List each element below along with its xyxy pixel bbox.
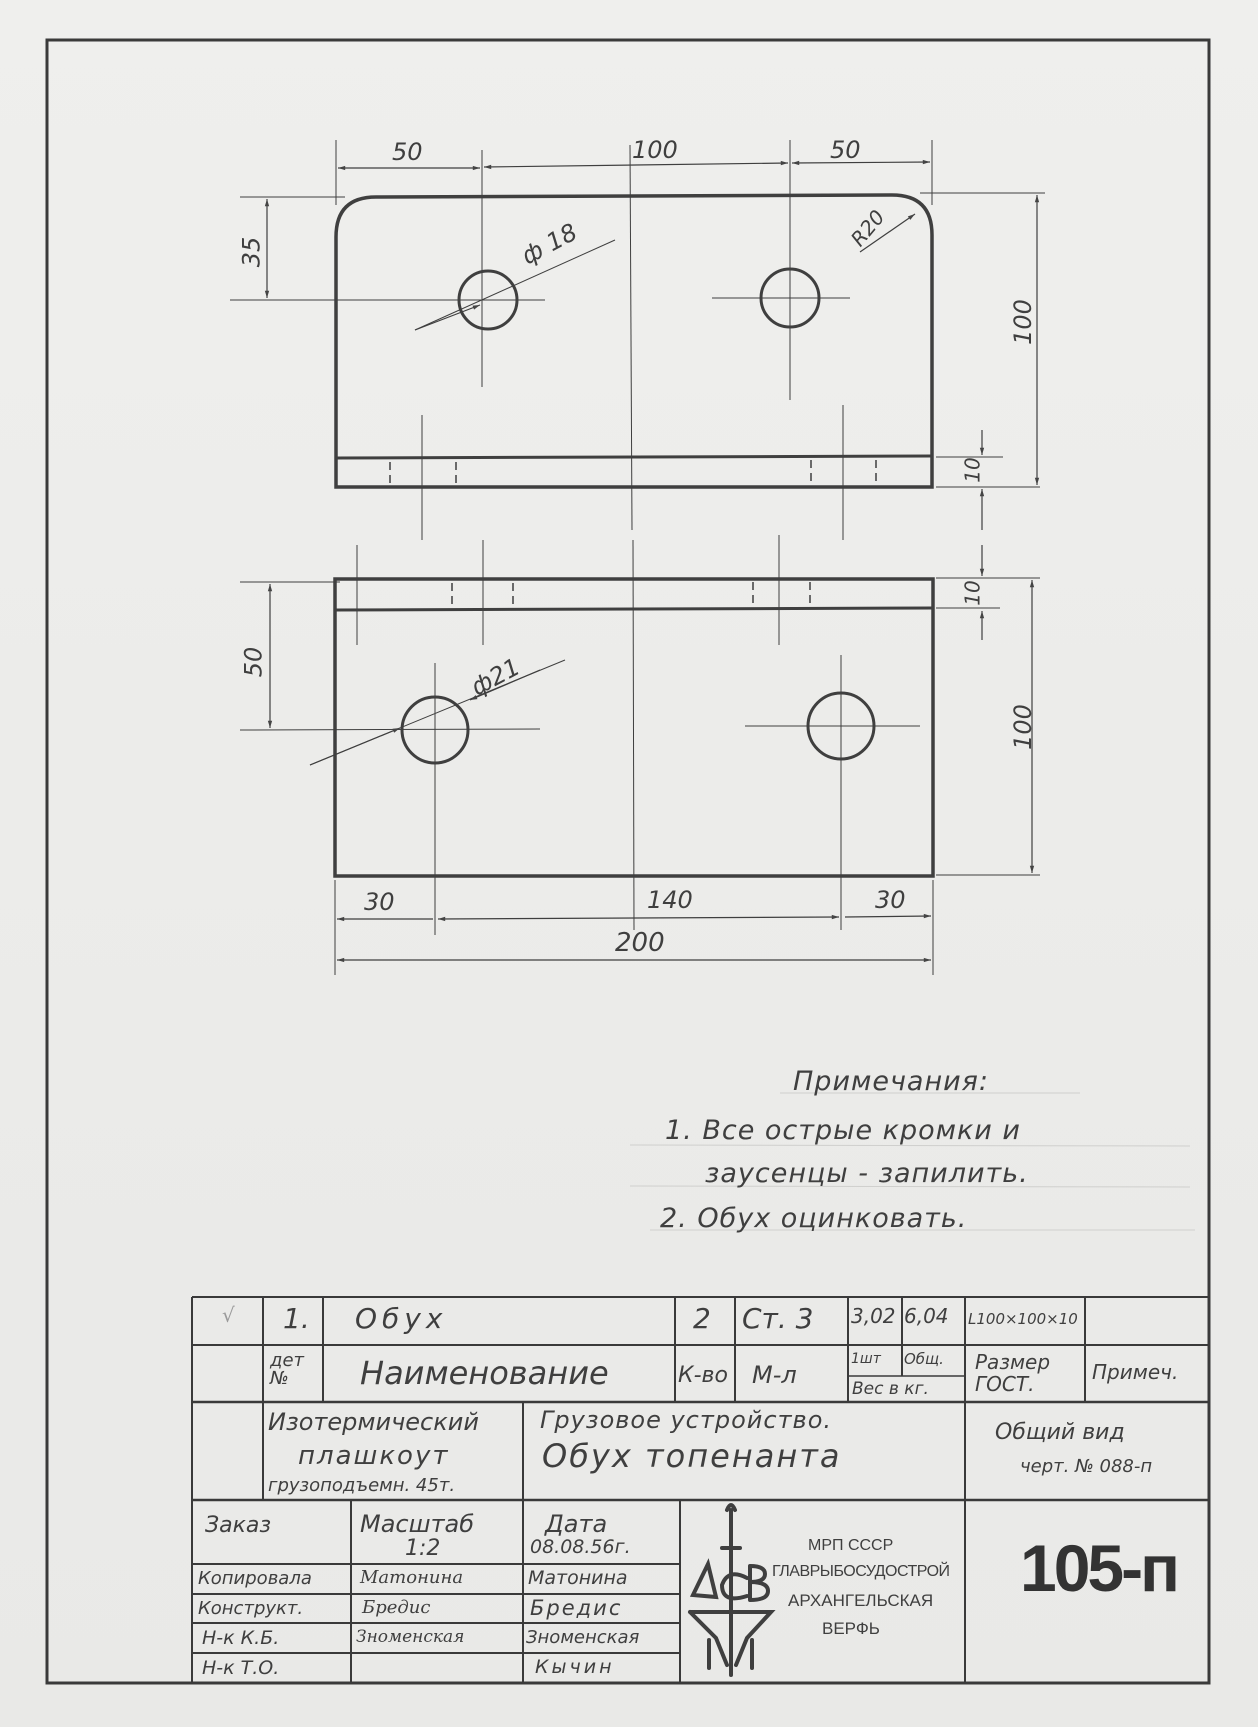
part-number: 1. — [283, 1302, 310, 1335]
vessel-line-2: плашкоут — [298, 1441, 450, 1471]
dim-top-left-50: 50 — [392, 138, 423, 166]
scale-value: 1:2 — [405, 1536, 441, 1561]
dim-top-height-100: 100 — [1008, 299, 1037, 345]
date-value: 08.08.56г. — [530, 1536, 631, 1558]
notes-heading: Примечания: — [793, 1066, 990, 1097]
date-label: Дата — [545, 1510, 608, 1538]
role-head-kb: Н-к К.Б. — [202, 1627, 280, 1649]
header-weight-total: Общ. — [904, 1350, 944, 1368]
signature-designer: Бредис — [362, 1597, 431, 1618]
part-quantity: 2 — [693, 1302, 711, 1335]
org-shipyard: ВЕРФЬ — [822, 1619, 880, 1638]
part-weight-each: 3,02 — [851, 1304, 896, 1328]
part-weight-total: 6,04 — [904, 1304, 949, 1328]
assembly-name: Грузовое устройство. — [540, 1406, 833, 1434]
bottom-view — [239, 535, 1040, 975]
order-label: Заказ — [205, 1513, 272, 1538]
dim-bottom-right-30: 30 — [875, 886, 906, 914]
signature-copied: Матонина — [360, 1567, 464, 1588]
org-region: АРХАНГЕЛЬСКАЯ — [788, 1591, 934, 1610]
name-copied: Матонина — [528, 1567, 628, 1589]
header-material: М-л — [752, 1361, 797, 1389]
note-line-2: заусенцы - запилить. — [705, 1158, 1029, 1189]
name-designer: Бредис — [530, 1596, 623, 1620]
signature-head-kb: Зноменская — [356, 1627, 465, 1647]
header-weight-label: Вес в кг. — [852, 1379, 929, 1399]
dim-bottom-left-30: 30 — [364, 888, 395, 916]
dim-top-flange-10: 10 — [960, 457, 985, 483]
dim-bottom-flange-10: 10 — [960, 580, 985, 606]
vessel-line-1: Изотермический — [268, 1408, 479, 1436]
notes-ruling — [629, 1092, 1195, 1231]
dim-top-spacing-100: 100 — [632, 136, 678, 164]
part-name: Обух — [355, 1302, 448, 1335]
dim-bottom-height-100: 100 — [1008, 704, 1037, 750]
header-weight-each: 1шт — [851, 1351, 881, 1367]
header-remark: Примеч. — [1092, 1360, 1179, 1384]
role-copied: Копировала — [198, 1568, 312, 1589]
dim-top-right-50: 50 — [830, 136, 861, 164]
role-designer: Конструкт. — [198, 1598, 304, 1619]
org-ministry: МРП СССР — [808, 1537, 894, 1554]
note-line-3: 2. Обух оцинковать. — [660, 1203, 968, 1234]
dim-bottom-width-200: 200 — [615, 928, 665, 958]
reference-drawing: черт. № 088-п — [1020, 1456, 1153, 1477]
dim-top-hole-35: 35 — [237, 236, 266, 268]
scale-label: Масштаб — [360, 1510, 475, 1538]
part-material: Ст. 3 — [742, 1302, 814, 1335]
role-head-to: Н-к Т.О. — [202, 1657, 280, 1679]
dim-bottom-spacing-140: 140 — [647, 886, 693, 914]
dim-bottom-hole-50: 50 — [239, 646, 268, 678]
shipyard-logo-icon — [688, 1503, 776, 1677]
top-view — [230, 140, 1045, 540]
note-line-1: 1. Все острые кромки и — [665, 1115, 1021, 1146]
drawing-title: Обух топенанта — [542, 1437, 842, 1475]
check-mark: √ — [222, 1303, 235, 1327]
name-head-kb: Зноменская — [526, 1627, 640, 1648]
title-block-grid — [191, 1296, 1209, 1685]
name-head-to: Кычин — [535, 1656, 615, 1678]
part-size: L100×100×10 — [968, 1310, 1078, 1328]
header-number: дет № — [270, 1350, 305, 1389]
org-directorate: ГЛАВРЫБОСУДОСТРОЙ — [772, 1563, 950, 1580]
header-quantity: К-во — [678, 1363, 728, 1388]
general-view-label: Общий вид — [995, 1420, 1125, 1445]
header-name: Наименование — [360, 1354, 609, 1392]
sheet-number: 105-п — [1020, 1531, 1180, 1605]
vessel-line-3: грузоподъемн. 45т. — [268, 1475, 456, 1496]
header-size: Размер ГОСТ. — [975, 1350, 1051, 1396]
